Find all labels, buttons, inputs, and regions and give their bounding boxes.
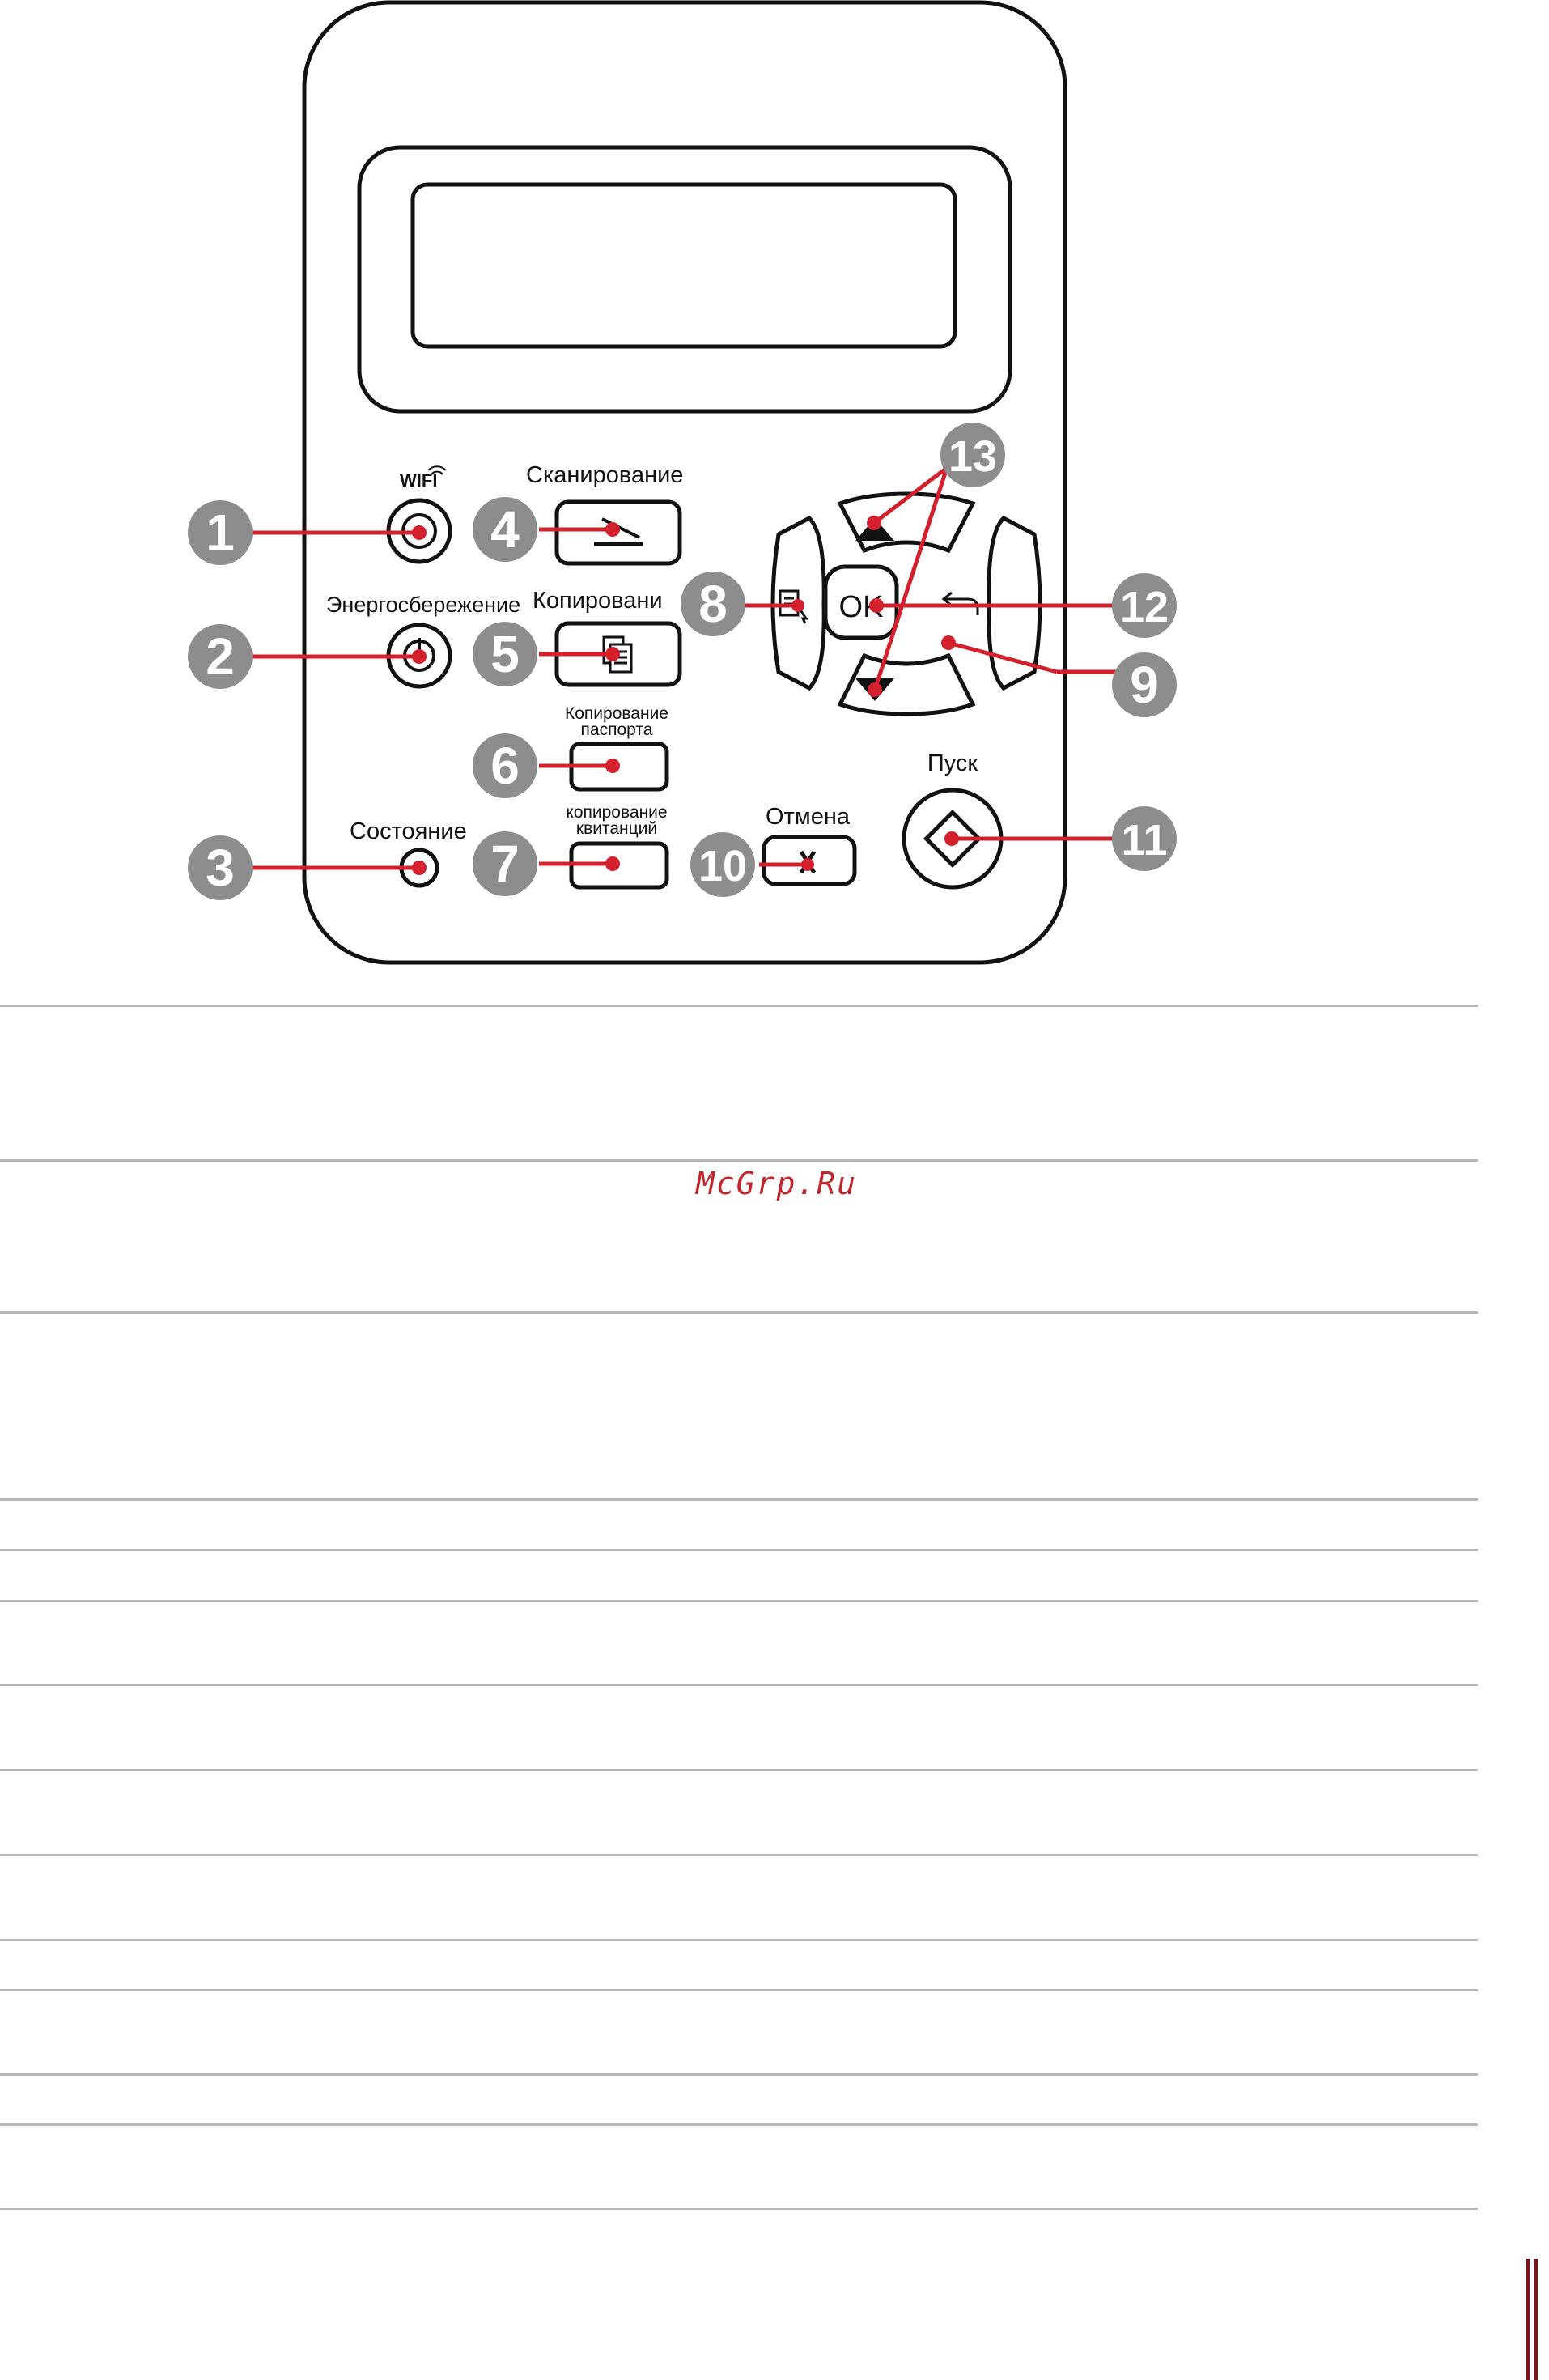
table-rule — [0, 1311, 1478, 1314]
watermark: McGrp.Ru — [696, 1166, 858, 1201]
receipt-copy-label-line1: копирование — [566, 803, 667, 822]
start-diamond-icon — [923, 809, 982, 869]
status-label: Состояние — [350, 818, 467, 844]
table-rule — [0, 1684, 1478, 1686]
table-rule — [0, 1854, 1478, 1856]
cancel-label: Отмена — [766, 804, 851, 830]
callout-badge-6: 6 — [473, 733, 537, 798]
callout-leaders — [249, 466, 1117, 875]
svg-text:11: 11 — [1121, 816, 1167, 865]
svg-text:1: 1 — [206, 504, 235, 562]
table-rule — [0, 1005, 1478, 1007]
callout-badge-11: 11 — [1112, 806, 1177, 871]
svg-text:2: 2 — [206, 627, 235, 686]
passport-copy-label-line1: Копирование — [565, 704, 668, 723]
table-rule — [0, 1769, 1478, 1771]
callout-badge-9: 9 — [1112, 652, 1177, 717]
callout-badges: 1 2 3 4 5 6 7 8 9 10 11 12 13 — [188, 423, 1177, 900]
back-arrow-icon — [941, 591, 979, 615]
callout-badge-5: 5 — [473, 622, 537, 686]
table-rule — [0, 1939, 1478, 1941]
svg-text:8: 8 — [698, 575, 728, 633]
table-rule — [0, 1989, 1478, 1991]
callout-badge-10: 10 — [690, 832, 755, 897]
svg-text:10: 10 — [698, 842, 747, 890]
start-label: Пуск — [927, 750, 978, 776]
svg-text:13: 13 — [948, 432, 997, 481]
table-rule — [0, 2123, 1478, 2126]
callout-badge-12: 12 — [1112, 573, 1177, 638]
callout-badge-1: 1 — [188, 500, 253, 565]
control-panel-diagram: WIFI Энергосбережение Состояние Сканиров… — [188, 0, 1177, 965]
callout-badge-4: 4 — [473, 497, 537, 562]
svg-text:9: 9 — [1130, 656, 1159, 714]
table-rule — [0, 1159, 1478, 1162]
table-rule — [0, 2208, 1478, 2210]
nav-back-button[interactable] — [987, 515, 1042, 691]
callout-badge-2: 2 — [188, 624, 253, 689]
svg-text:5: 5 — [490, 625, 520, 683]
callout-badge-8: 8 — [681, 572, 745, 636]
svg-text:6: 6 — [490, 737, 520, 795]
ok-button[interactable] — [823, 564, 899, 640]
page-edge-marks — [1525, 2259, 1549, 2380]
receipt-copy-label-line2: квитанций — [576, 819, 657, 838]
svg-text:3: 3 — [206, 839, 235, 897]
table-rule — [0, 2073, 1478, 2076]
callout-badge-3: 3 — [188, 835, 253, 900]
svg-text:4: 4 — [490, 500, 520, 559]
table-rule — [0, 1600, 1478, 1602]
callout-badge-7: 7 — [473, 831, 537, 896]
navigation-cluster: OK — [770, 491, 1042, 716]
svg-text:7: 7 — [490, 835, 520, 893]
scan-label: Сканирование — [526, 462, 683, 488]
table-rule — [0, 1549, 1478, 1551]
nav-up-button[interactable] — [837, 491, 976, 554]
passport-copy-label-line2: паспорта — [581, 720, 653, 739]
callout-badge-13: 13 — [940, 423, 1005, 487]
nav-down-button[interactable] — [837, 652, 976, 716]
wifi-signal-icon — [427, 465, 447, 475]
display-screen — [410, 182, 957, 349]
energy-saving-label: Энергосбережение — [326, 593, 520, 617]
copy-label: Копировани — [533, 588, 663, 614]
svg-text:12: 12 — [1120, 583, 1169, 631]
table-rule — [0, 1498, 1478, 1501]
scanner-icon — [594, 517, 643, 546]
